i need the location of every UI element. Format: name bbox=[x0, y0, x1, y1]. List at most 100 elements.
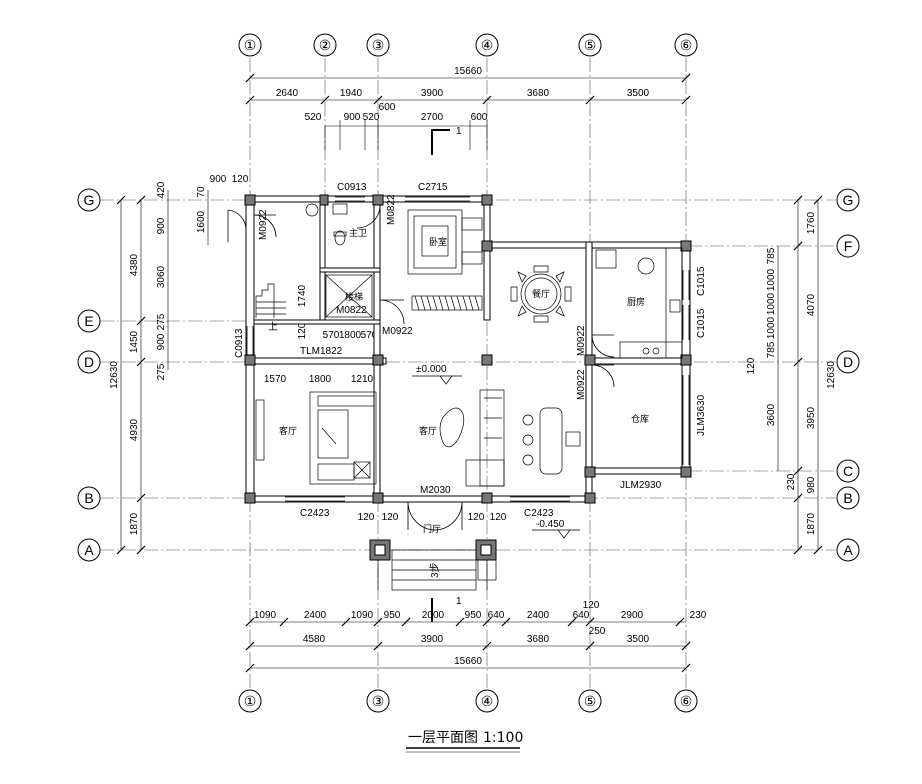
label-m0922-left: M0922 bbox=[258, 209, 269, 240]
dim-right-outer-1: 4070 bbox=[806, 293, 817, 316]
label-m0822-b: M0822 bbox=[336, 305, 367, 316]
label-section-top: 1 bbox=[456, 126, 462, 137]
dim-misc-9: 1210 bbox=[351, 374, 374, 385]
dim-bot-r1-8: 640 bbox=[573, 610, 590, 621]
dim-left-in-3: 275 bbox=[156, 313, 167, 330]
dim-right-outer-3: 980 bbox=[806, 476, 817, 493]
axis-bottom-4: ④ bbox=[481, 693, 494, 709]
dim-left-in-2: 3060 bbox=[156, 265, 167, 288]
dim-bot-r1-10: 230 bbox=[690, 610, 707, 621]
axis-top-1: ① bbox=[244, 37, 257, 53]
axis-labels: ① ② ③ ④ ⑤ ⑥ ① ③ ④ ⑤ ⑥ G E D B A G F D C … bbox=[84, 37, 854, 709]
dim-left-outer-0: 4380 bbox=[129, 253, 140, 276]
dim-left-in2-0: 70 bbox=[196, 186, 207, 198]
dim-bot-r1-9: 2900 bbox=[621, 610, 644, 621]
label-step: 3步 bbox=[429, 562, 441, 578]
dim-top-r2-0: 520 bbox=[305, 112, 322, 123]
axis-left-e: E bbox=[84, 313, 93, 329]
dim-left-outer-3: 1870 bbox=[129, 512, 140, 535]
axis-bubbles bbox=[77, 33, 860, 713]
label-c0913-left: C0913 bbox=[234, 328, 245, 358]
section-markers bbox=[431, 129, 450, 622]
axis-left-a: A bbox=[84, 542, 94, 558]
dim-bot-r1-2: 1090 bbox=[351, 610, 374, 621]
axis-bottom-3: ③ bbox=[372, 693, 385, 709]
dim-top-r1-2: 3900 bbox=[421, 88, 444, 99]
plan-scale: 1:100 bbox=[483, 730, 523, 746]
doors bbox=[227, 204, 615, 531]
drawing-title: 一层平面图 1:100 bbox=[406, 730, 523, 753]
dimension-lines-top bbox=[245, 73, 691, 150]
dim-top-r1-4: 3500 bbox=[627, 88, 650, 99]
dim-misc-10: 120 bbox=[358, 512, 375, 523]
dim-top-r2-4: 600 bbox=[471, 112, 488, 123]
dim-right-total: 12630 bbox=[826, 361, 837, 389]
axis-top-2: ② bbox=[319, 37, 332, 53]
room-living-left: 客厅 bbox=[279, 425, 297, 437]
axis-bottom-6: ⑥ bbox=[680, 693, 693, 709]
room-labels: 卧室 主卫 楼梯 餐厅 厨房 客厅 客厅 仓库 门厅 bbox=[279, 227, 649, 535]
dim-right-outer-2: 3950 bbox=[806, 406, 817, 429]
windows bbox=[246, 196, 690, 502]
dim-left-in-5: 275 bbox=[156, 363, 167, 380]
dim-right-outer-4: 1870 bbox=[806, 512, 817, 535]
dim-bot-r1-4: 2000 bbox=[422, 610, 445, 621]
label-c1015-b: C1015 bbox=[696, 308, 707, 338]
dim-bot-r1-1: 2400 bbox=[304, 610, 327, 621]
axis-right-d: D bbox=[843, 354, 853, 370]
dim-misc-0: 900 bbox=[210, 174, 227, 185]
label-m0822-a: M0822 bbox=[386, 194, 397, 225]
dim-misc-2: 1740 bbox=[297, 284, 308, 307]
dim-left-outer-2: 4930 bbox=[129, 418, 140, 441]
dim-top-r2-1: 900 bbox=[344, 112, 361, 123]
dim-misc-13: 120 bbox=[490, 512, 507, 523]
axis-top-3: ③ bbox=[372, 37, 385, 53]
dim-left-outer-1: 1450 bbox=[129, 330, 140, 353]
axis-top-6: ⑥ bbox=[680, 37, 693, 53]
label-m2030: M2030 bbox=[420, 485, 451, 496]
axis-bottom-1: ① bbox=[244, 693, 257, 709]
axis-left-d: D bbox=[84, 354, 94, 370]
dim-right-in-5: 120 bbox=[746, 357, 757, 374]
dim-right-in-6: 3600 bbox=[766, 403, 777, 426]
label-c2423-a: C2423 bbox=[300, 508, 330, 519]
dim-bot-r1-5: 950 bbox=[465, 610, 482, 621]
dim-bot-r2-0: 4580 bbox=[303, 634, 326, 645]
walls bbox=[244, 194, 692, 561]
dim-bot-r2-1: 3900 bbox=[421, 634, 444, 645]
dim-left-in2-1: 1600 bbox=[196, 210, 207, 233]
axis-left-g: G bbox=[84, 192, 95, 208]
room-storage: 仓库 bbox=[631, 413, 649, 425]
room-foyer: 门厅 bbox=[423, 523, 441, 535]
dim-top-r1-1: 1940 bbox=[340, 88, 363, 99]
dimension-texts: 15660 2640 1940 3900 3680 3500 600 520 9… bbox=[109, 66, 837, 667]
dim-misc-3: 120 bbox=[297, 322, 308, 339]
dim-misc-4: 570 bbox=[323, 330, 340, 341]
dim-right-in-4: 785 bbox=[766, 341, 777, 358]
axis-bottom-5: ⑤ bbox=[584, 693, 597, 709]
dim-misc-1: 120 bbox=[232, 174, 249, 185]
axis-right-c: C bbox=[843, 463, 853, 479]
dim-misc-5: 1800 bbox=[339, 330, 362, 341]
dim-right-in-0: 785 bbox=[766, 247, 777, 264]
furniture bbox=[255, 203, 683, 487]
label-m0922-center: M0922 bbox=[382, 326, 413, 337]
dim-misc-6: 570 bbox=[361, 330, 378, 341]
dim-right-in-7: 230 bbox=[786, 473, 797, 490]
axis-right-a: A bbox=[843, 542, 853, 558]
dim-top-total: 15660 bbox=[454, 66, 482, 77]
dim-bot-r1-6: 640 bbox=[488, 610, 505, 621]
dim-right-in-2: 1000 bbox=[766, 292, 777, 315]
axis-top-4: ④ bbox=[481, 37, 494, 53]
dim-top-r1-0: 2640 bbox=[276, 88, 299, 99]
plan-title: 一层平面图 bbox=[408, 730, 478, 746]
dim-left-in-0: 420 bbox=[156, 181, 167, 198]
label-section-bottom: 1 bbox=[456, 596, 462, 607]
elevation-marks bbox=[412, 375, 580, 539]
label-jlm2930: JLM2930 bbox=[620, 480, 662, 491]
label-jlm3630: JLM3630 bbox=[696, 394, 707, 436]
dim-bot-total: 15660 bbox=[454, 656, 482, 667]
component-labels: C0913 C2715 M0822 M0822 M0922 M0922 M092… bbox=[234, 126, 707, 607]
dimension-lines-sides bbox=[116, 190, 823, 555]
